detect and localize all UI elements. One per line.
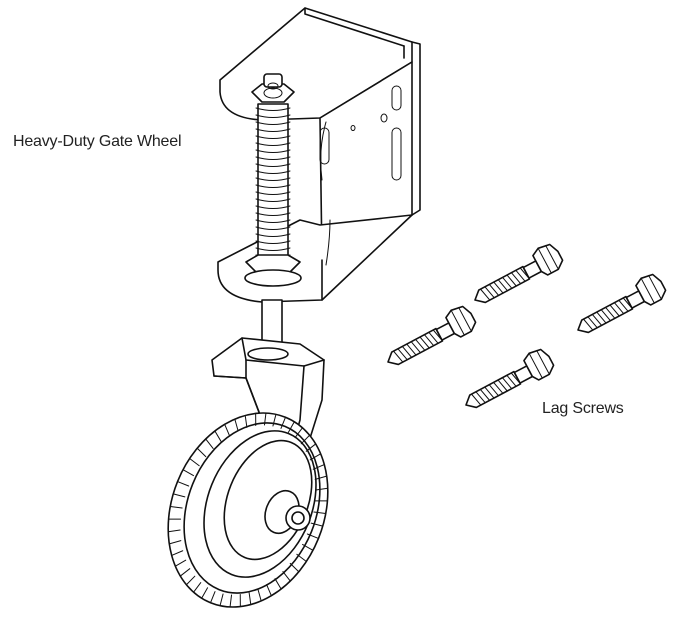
lag-screws-label: Lag Screws: [542, 400, 624, 417]
lag-screw: [387, 305, 477, 366]
lag-screw: [465, 348, 555, 409]
lag-screw: [577, 273, 667, 334]
lag-screws-group: [387, 243, 667, 409]
wheel: [167, 412, 329, 608]
mounting-bracket: [217, 7, 421, 303]
threaded-shaft: [244, 73, 302, 363]
gate-wheel-label: Heavy-Duty Gate Wheel: [13, 133, 182, 150]
lag-screw: [474, 243, 564, 304]
